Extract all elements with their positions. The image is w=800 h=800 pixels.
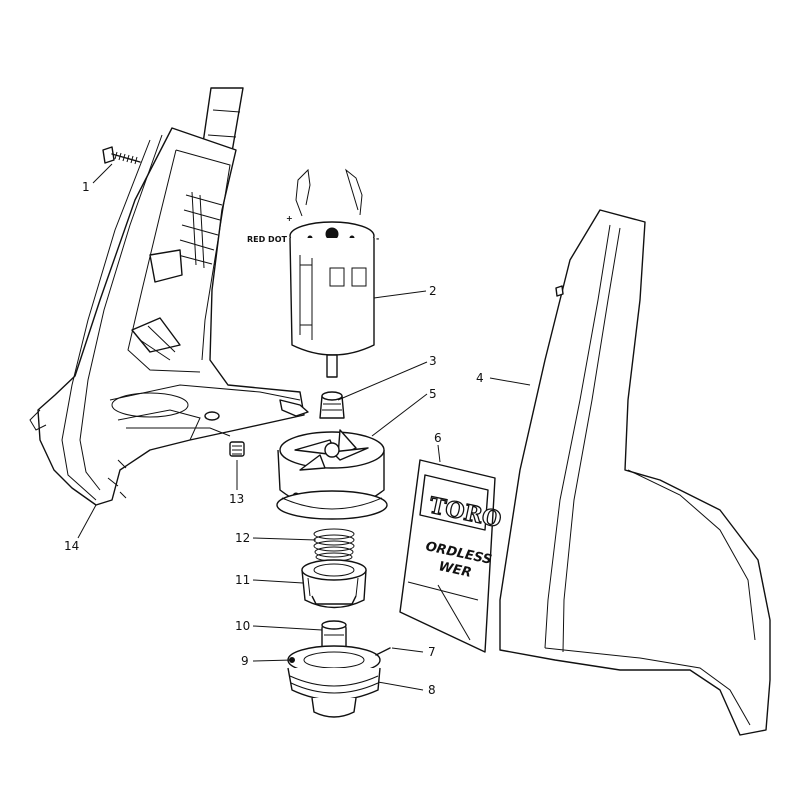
plus-terminal-label: + — [286, 214, 293, 223]
decal-part: TORO ORDLESS WER — [399, 459, 504, 653]
callout-3: 3 — [429, 354, 437, 368]
nut-part — [229, 441, 245, 457]
callout-5: 5 — [429, 387, 437, 401]
motor-part — [289, 168, 375, 378]
leader-lines — [77, 163, 531, 691]
decal-word2: WER — [437, 559, 473, 581]
left-housing-half — [29, 87, 309, 506]
fan-part — [276, 429, 388, 520]
callout-12: 12 — [235, 531, 250, 545]
red-dot-label: RED DOT — [247, 235, 287, 244]
callout-4: 4 — [476, 371, 484, 385]
spring-part — [313, 528, 355, 562]
screw-part — [102, 146, 141, 165]
coupler-part — [319, 391, 345, 419]
callout-1: 1 — [82, 180, 90, 194]
callout-6: 6 — [434, 431, 442, 445]
minus-terminal-label: - — [376, 234, 379, 243]
spool-base-part — [287, 645, 391, 718]
callout-2: 2 — [429, 284, 437, 298]
callout-7: 7 — [428, 645, 436, 659]
callout-9: 9 — [241, 654, 249, 668]
callout-11: 11 — [235, 573, 250, 587]
callout-13: 13 — [229, 492, 244, 506]
right-housing-half — [499, 209, 771, 736]
callout-8: 8 — [428, 683, 436, 697]
callout-10: 10 — [235, 619, 250, 633]
spool-retainer-part — [301, 559, 367, 609]
spindle-part — [321, 620, 347, 650]
callout-14: 14 — [64, 539, 79, 553]
